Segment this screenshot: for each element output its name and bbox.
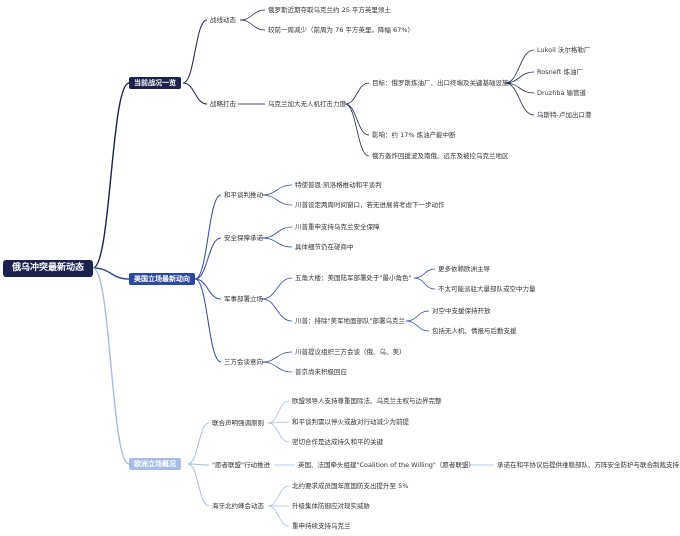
link-root-s1 <box>92 82 130 269</box>
link-military-trump <box>261 298 293 322</box>
link-drone-russia <box>344 103 370 157</box>
leaf-impact: 影响：约 17% 炼油产能中断 <box>372 131 456 139</box>
node-joint-statement[interactable]: 联合声明强调原则 <box>212 419 264 427</box>
node-strike[interactable]: 战略打击 <box>210 100 236 108</box>
link-security-1 <box>261 226 293 239</box>
link-tri-2 <box>261 361 293 373</box>
node-pentagon[interactable]: 五角大楼：美国陆军部署处于"最小角色" <box>295 274 412 282</box>
link-s2-security <box>194 237 222 280</box>
leaf-joint-2: 和平谈判需以停火或敌对行动减少为前提 <box>292 418 409 426</box>
leaf-target-ust-luga: 乌斯特-卢加出口港 <box>537 111 592 119</box>
leaf-security-1: 川普重申支持乌克兰安全保障 <box>295 223 380 231</box>
link-trump-1 <box>405 310 430 322</box>
node-peace[interactable]: 和平谈判推动 <box>224 191 263 199</box>
link-pentagon-1 <box>413 268 436 279</box>
link-target-1 <box>504 49 535 84</box>
section-us-stance[interactable]: 美国立场最新动向 <box>129 273 195 285</box>
node-security[interactable]: 安全保障承诺 <box>224 234 263 242</box>
link-security-2 <box>261 237 293 248</box>
node-military[interactable]: 军事部署立场 <box>224 295 263 303</box>
leaf-battlefield-2: 较前一周减少（前周为 76 平方英里，降幅 67%） <box>268 26 414 34</box>
link-root-s3 <box>92 267 130 465</box>
link-s2-tri <box>194 278 222 363</box>
link-s1-strike <box>182 82 208 105</box>
leaf-peace-1: 特使普恩·凯洛格推动和平谈判 <box>295 181 382 189</box>
leaf-joint-3: 密切合作是达成持久和平的关键 <box>292 438 383 446</box>
node-targets[interactable]: 目标：俄罗斯炼油厂、出口终端及关键基础设施 <box>372 79 509 87</box>
leaf-joint-1: 欧盟领导人支持尊重国际法、乌克兰主权与边界完整 <box>292 397 442 405</box>
leaf-target-druzhba: Druzhba 输管道 <box>537 89 587 97</box>
link-target-4 <box>504 82 535 116</box>
leaf-nato-2: 升级集体防御应对现实威胁 <box>292 502 370 510</box>
link-target-2 <box>504 71 535 84</box>
link-battlefield-1 <box>239 9 266 21</box>
link-nato-3 <box>267 505 290 527</box>
leaf-battlefield-1: 俄罗斯近期夺取乌克兰约 25 平方英里领土 <box>268 6 391 14</box>
link-root-s2 <box>92 267 130 280</box>
link-military-pentagon <box>261 277 293 300</box>
leaf-target-lukoil: Lukoil 沃尔格勒厂 <box>537 46 591 54</box>
node-trump-troops[interactable]: 川普：排除"美军地面部队"部署乌克兰 <box>295 317 405 325</box>
leaf-target-rosneft: Rosneft 炼油厂 <box>537 68 583 76</box>
link-nato-1 <box>267 485 290 507</box>
node-tri-talks[interactable]: 三方会谈意向 <box>224 358 263 366</box>
leaf-coalition-commitment: 承诺在和平协议后提供维稳部队、方阵安全防护与联合制裁支持 <box>497 461 679 469</box>
section-europe-stance[interactable]: 欧洲立场概况 <box>129 458 181 470</box>
leaf-tri-2: 普京尚未积极回应 <box>295 368 347 376</box>
leaf-russia-retaliation: 俄方轰炸回援波及南俄、远东及被控乌克兰地区 <box>372 152 509 160</box>
link-joint-3 <box>267 422 290 443</box>
leaf-pentagon-1: 更多依赖欧洲主导 <box>438 265 490 273</box>
link-joint-1 <box>267 400 290 424</box>
link-drone-targets <box>344 82 370 105</box>
node-nato[interactable]: 海牙北约峰会动态 <box>212 502 264 510</box>
node-coalition[interactable]: "愿者联盟"行动推进 <box>212 461 270 469</box>
link-s3-joint <box>187 422 210 465</box>
leaf-tri-1: 川普提议组织三方会谈（俄、乌、美） <box>295 348 406 356</box>
leaf-pentagon-2: 不太可能派驻大量部队或空中力量 <box>438 285 536 293</box>
leaf-nato-3: 重申持续支持乌克兰 <box>292 522 351 530</box>
node-coalition-uk-fr[interactable]: 英国、法国牵头组建"Coalition of the Willing"（愿者联盟… <box>298 461 475 469</box>
link-s2-military <box>194 278 222 300</box>
link-s3-coalition <box>187 463 210 466</box>
link-s3-nato <box>187 463 210 507</box>
link-peace-2 <box>261 194 293 206</box>
section-current-war[interactable]: 当前战况一览 <box>129 77 181 89</box>
node-drone-strike[interactable]: 乌克兰加大无人机打击力度 <box>268 100 346 108</box>
link-s1-battlefield <box>182 19 208 84</box>
link-pentagon-2 <box>413 277 436 290</box>
leaf-nato-1: 北约要求成员国年度国防支出提升至 5% <box>292 482 409 490</box>
link-peace-1 <box>261 184 293 196</box>
link-s2-peace <box>194 194 222 280</box>
leaf-peace-2: 川普设定两周时间窗口，若无进展将考虑下一步动作 <box>295 201 445 209</box>
leaf-trump-2: 包括无人机、情报与后勤支援 <box>432 327 517 335</box>
root-node[interactable]: 俄乌冲突最新动态 <box>3 260 93 277</box>
link-battlefield-2 <box>239 19 266 31</box>
link-tri-1 <box>261 351 293 363</box>
link-trump-2 <box>405 320 430 332</box>
leaf-security-2: 具体细节仍在磋商中 <box>295 243 354 251</box>
leaf-trump-1: 对空中支援保持开放 <box>432 307 491 315</box>
node-battlefield[interactable]: 战线动态 <box>210 16 236 24</box>
